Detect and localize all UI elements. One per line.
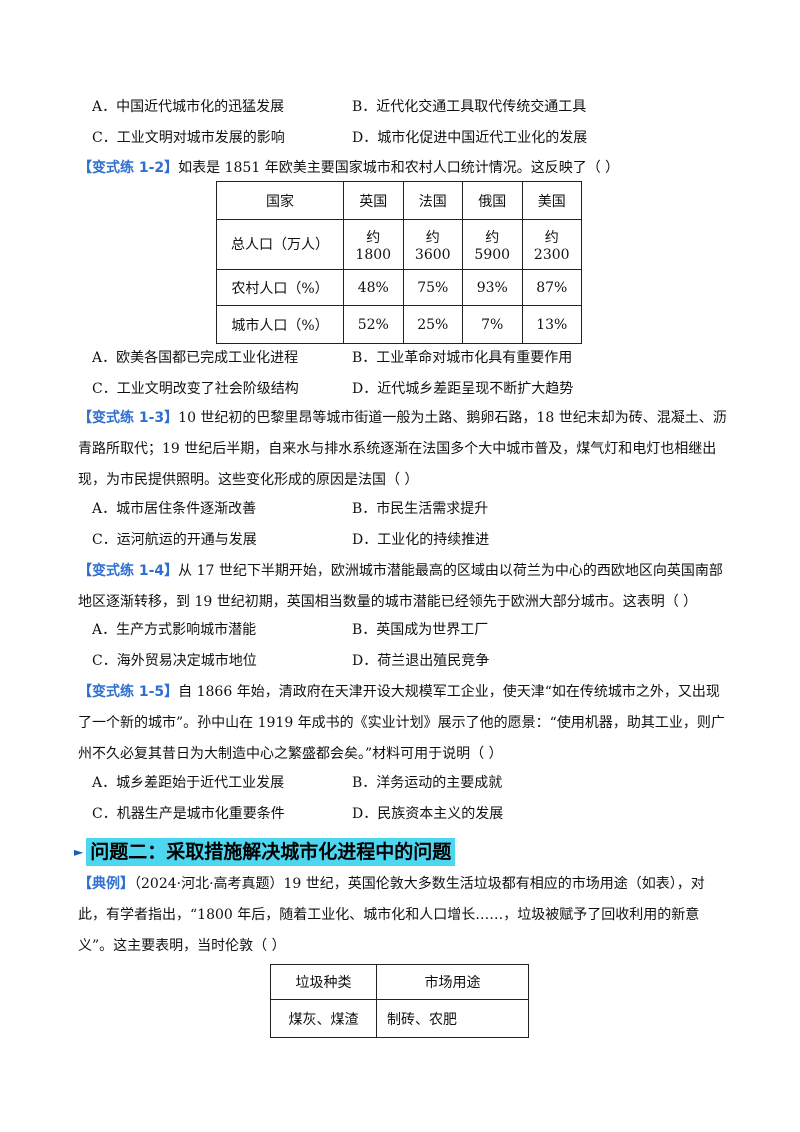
question-tag: 【变式练 1-2】 [78,160,179,176]
option-b[interactable]: B．市民生活需求提升 [352,501,489,517]
question-text: 从 17 世纪下半期开始，欧洲城市潜能最高的区域由以荷兰为中心的西欧地区向英国南… [78,563,723,610]
table-cell: 25% [402,305,463,344]
option-c[interactable]: C．海外贸易决定城市地位 [92,653,257,669]
table-cell: 国家 [216,181,344,220]
table-cell: 75% [402,269,463,306]
option-d[interactable]: D．工业化的持续推进 [352,532,490,548]
table-cell: 俄国 [462,181,523,220]
table-cell: 垃圾种类 [270,964,377,1000]
section-heading: ► 问题二：采取措施解决城市化进程中的问题 [74,838,456,866]
option-c[interactable]: C．工业文明对城市发展的影响 [92,130,285,146]
option-d[interactable]: D．城市化促进中国近代工业化的发展 [352,130,588,146]
option-a[interactable]: A．欧美各国都已完成工业化进程 [92,350,299,366]
table-cell: 约 5900 [462,219,523,270]
table-cell: 市场用途 [376,964,529,1000]
table-cell: 农村人口（%） [216,269,344,306]
table-cell: 约 1800 [343,219,404,270]
option-a[interactable]: A．生产方式影响城市潜能 [92,622,257,638]
question-tag: 【变式练 1-4】 [78,563,179,579]
table-cell: 48% [343,269,404,306]
option-c[interactable]: C．工业文明改变了社会阶级结构 [92,381,299,397]
option-d[interactable]: D．近代城乡差距呈现不断扩大趋势 [352,381,574,397]
table-cell: 法国 [402,181,463,220]
option-b[interactable]: B．近代化交通工具取代传统交通工具 [352,99,587,115]
table-cell: 13% [521,305,582,344]
table-header-row: 国家 英国 法国 俄国 美国 [216,181,582,220]
table-cell: 城市人口（%） [216,305,344,344]
garbage-table: 垃圾种类 市场用途 煤灰、煤渣 制砖、农肥 [270,964,529,1038]
question-text: 自 1866 年始，清政府在天津开设大规模军工企业，使天津“如在传统城市之外，又… [78,684,725,762]
option-b[interactable]: B．洋务运动的主要成就 [352,775,503,791]
option-d[interactable]: D．民族资本主义的发展 [352,806,504,822]
table-row: 农村人口（%） 48% 75% 93% 87% [216,269,582,306]
example-text: （2024·河北·高考真题）19 世纪，英国伦敦大多数生活垃圾都有相应的市场用途… [78,876,705,954]
option-b[interactable]: B．工业革命对城市化具有重要作用 [352,350,573,366]
table-row: 城市人口（%） 52% 25% 7% 13% [216,305,582,344]
question-1-4-stem: 【变式练 1-4】从 17 世纪下半期开始，欧洲城市潜能最高的区域由以荷兰为中心… [78,556,730,618]
option-c[interactable]: C．运河航运的开通与发展 [92,532,257,548]
section-title: 问题二：采取措施解决城市化进程中的问题 [86,838,456,866]
question-text: 10 世纪初的巴黎里昂等城市街道一般为土路、鹅卵石路，18 世纪末却为砖、混凝土… [78,410,727,488]
option-c[interactable]: C．机器生产是城市化重要条件 [92,806,285,822]
table-cell: 制砖、农肥 [376,999,529,1038]
option-b[interactable]: B．英国成为世界工厂 [352,622,489,638]
question-tag: 【变式练 1-3】 [78,410,179,426]
table-cell: 英国 [343,181,404,220]
population-table: 国家 英国 法国 俄国 美国 总人口（万人） 约 1800 约 3600 约 5… [216,181,582,344]
table-cell: 52% [343,305,404,344]
table-cell: 美国 [521,181,582,220]
example-tag: 【典例】 [78,876,134,892]
question-1-3-stem: 【变式练 1-3】10 世纪初的巴黎里昂等城市街道一般为土路、鹅卵石路，18 世… [78,403,730,496]
question-1-2-stem: 【变式练 1-2】如表是 1851 年欧美主要国家城市和农村人口统计情况。这反映… [78,158,730,178]
table-cell: 总人口（万人） [216,219,344,270]
example-stem: 【典例】（2024·河北·高考真题）19 世纪，英国伦敦大多数生活垃圾都有相应的… [78,869,730,962]
question-text: 如表是 1851 年欧美主要国家城市和农村人口统计情况。这反映了（ ） [178,160,620,176]
table-cell: 约 3600 [402,219,463,270]
option-d[interactable]: D．荷兰退出殖民竞争 [352,653,490,669]
table-cell: 93% [462,269,523,306]
question-tag: 【变式练 1-5】 [78,684,179,700]
option-a[interactable]: A．城市居住条件逐渐改善 [92,501,257,517]
triangle-bullet-icon: ► [74,845,84,859]
table-cell: 煤灰、煤渣 [270,999,377,1038]
table-row: 总人口（万人） 约 1800 约 3600 约 5900 约 2300 [216,219,582,270]
table-cell: 7% [462,305,523,344]
option-a[interactable]: A．城乡差距始于近代工业发展 [92,775,285,791]
table-cell: 87% [521,269,582,306]
table-header-row: 垃圾种类 市场用途 [270,964,529,1000]
table-row: 煤灰、煤渣 制砖、农肥 [270,999,529,1038]
question-1-5-stem: 【变式练 1-5】自 1866 年始，清政府在天津开设大规模军工企业，使天津“如… [78,677,730,770]
table-cell: 约 2300 [521,219,582,270]
option-a[interactable]: A．中国近代城市化的迅猛发展 [92,99,285,115]
